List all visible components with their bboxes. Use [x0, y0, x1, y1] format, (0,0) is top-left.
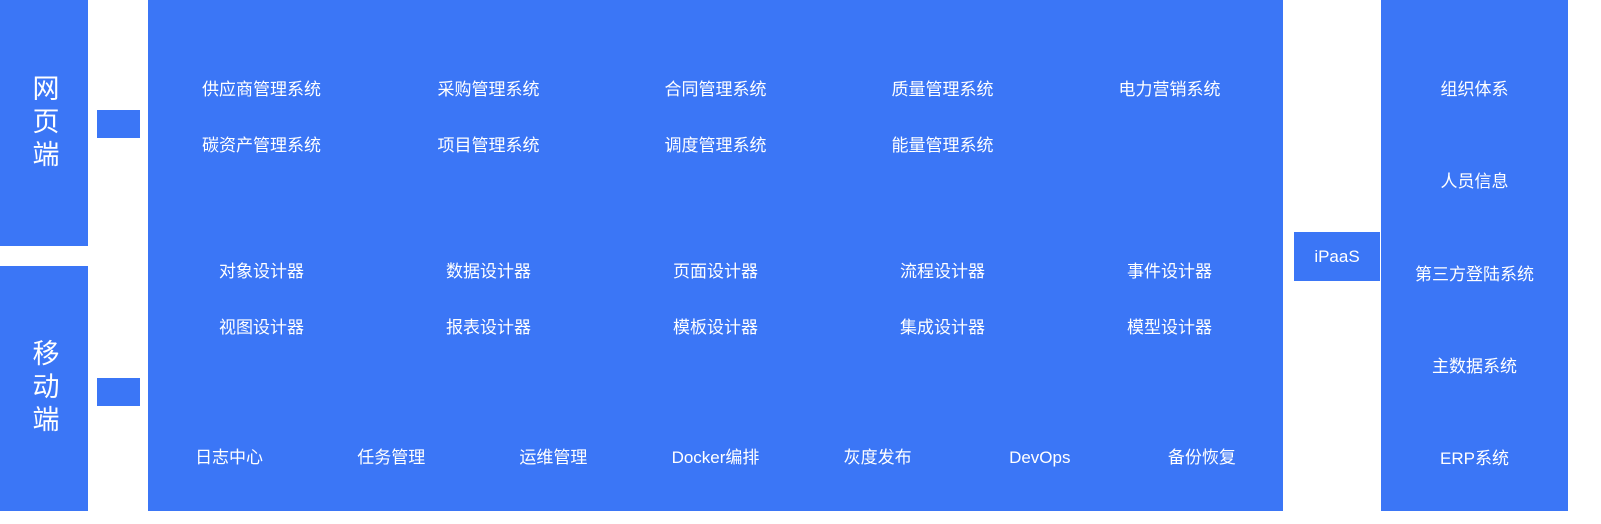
- designer-item: 模板设计器: [673, 318, 758, 337]
- app-systems-row-1: 供应商管理系统 采购管理系统 合同管理系统 质量管理系统 电力营销系统: [148, 78, 1283, 102]
- external-system-item: 人员信息: [1440, 172, 1509, 192]
- external-system-item: 组织体系: [1440, 80, 1509, 99]
- designer-item: 事件设计器: [1127, 262, 1212, 281]
- ops-item: 运维管理: [519, 448, 588, 467]
- ops-item: DevOps: [1009, 448, 1071, 467]
- designer-item: 模型设计器: [1127, 318, 1212, 337]
- ops-item: Docker编排: [671, 448, 760, 467]
- external-system-item: 第三方登陆系统: [1415, 264, 1534, 284]
- ops-item: 日志中心: [195, 448, 264, 467]
- web-connector-bar: [97, 110, 140, 138]
- ops-item: 备份恢复: [1167, 448, 1236, 467]
- ops-row: 日志中心 任务管理 运维管理 Docker编排 灰度发布 DevOps 备份恢复: [148, 446, 1283, 470]
- app-system-item: 供应商管理系统: [202, 80, 321, 99]
- app-system-item: 质量管理系统: [891, 80, 994, 99]
- designer-item: 视图设计器: [219, 318, 304, 337]
- ipaas-box: iPaaS: [1294, 232, 1380, 281]
- designer-item: 流程设计器: [900, 262, 985, 281]
- web-panel-label: 网页端: [28, 73, 59, 173]
- designer-item: 数据设计器: [446, 262, 531, 281]
- app-system-item: 能量管理系统: [891, 136, 994, 155]
- app-system-item: 调度管理系统: [664, 136, 767, 155]
- app-systems-row-2: 碳资产管理系统 项目管理系统 调度管理系统 能量管理系统: [148, 134, 1283, 158]
- ops-item: 任务管理: [357, 448, 426, 467]
- external-system-item: ERP系统: [1440, 449, 1509, 468]
- mobile-panel-label: 移动端: [28, 339, 59, 438]
- app-system-item: 合同管理系统: [664, 80, 767, 99]
- web-panel: 网页端: [0, 0, 88, 246]
- empty-cell: [1056, 134, 1283, 158]
- designer-item: 报表设计器: [446, 318, 531, 337]
- ops-item: 灰度发布: [843, 448, 912, 467]
- platform-panel: 供应商管理系统 采购管理系统 合同管理系统 质量管理系统 电力营销系统 碳资产管…: [148, 0, 1283, 511]
- designers-row-2: 视图设计器 报表设计器 模板设计器 集成设计器 模型设计器: [148, 316, 1283, 340]
- ipaas-label: iPaaS: [1314, 246, 1360, 266]
- app-system-item: 采购管理系统: [437, 80, 540, 99]
- app-system-item: 项目管理系统: [437, 136, 540, 155]
- designer-item: 集成设计器: [900, 318, 985, 337]
- mobile-panel: 移动端: [0, 266, 88, 511]
- external-system-item: 主数据系统: [1432, 356, 1517, 376]
- mobile-connector-bar: [97, 378, 140, 406]
- designers-row-1: 对象设计器 数据设计器 页面设计器 流程设计器 事件设计器: [148, 260, 1283, 284]
- designer-item: 页面设计器: [673, 262, 758, 281]
- designer-item: 对象设计器: [219, 262, 304, 281]
- external-systems-panel: 组织体系 人员信息 第三方登陆系统 主数据系统 ERP系统: [1381, 0, 1568, 511]
- app-system-item: 电力营销系统: [1118, 80, 1221, 99]
- app-system-item: 碳资产管理系统: [202, 136, 321, 155]
